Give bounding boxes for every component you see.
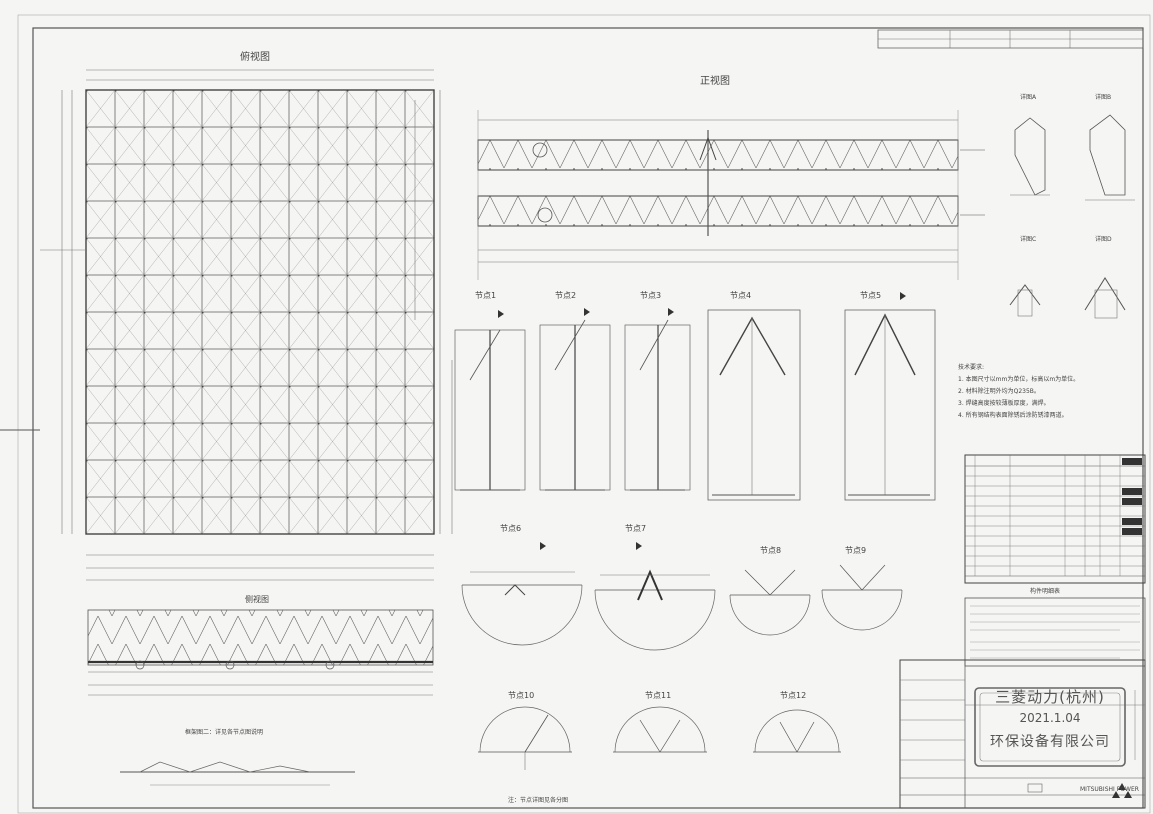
note-line: 4. 所有钢结构表面除锈后涂防锈漆两道。 xyxy=(958,412,1068,419)
joint-9-title: 节点9 xyxy=(845,546,867,555)
joint-view-12 xyxy=(753,709,841,753)
joint-view-6 xyxy=(461,571,583,646)
mitsubishi-logo-icon xyxy=(1112,783,1132,798)
detail-node-4 xyxy=(707,309,801,501)
joint-8-title: 节点8 xyxy=(760,546,782,555)
detail-node-1 xyxy=(454,329,526,491)
stamp-line-1: 三菱动力(杭州) xyxy=(995,688,1105,706)
stamp-date: 2021.1.04 xyxy=(1019,711,1081,725)
joint-7-title: 节点7 xyxy=(625,524,647,533)
detail-node-3 xyxy=(624,319,691,491)
detail-D-title: 详图D xyxy=(1095,236,1112,243)
joint-6-title: 节点6 xyxy=(500,524,522,533)
joint-12-title: 节点12 xyxy=(780,691,807,700)
detail-node-5-title: 节点5 xyxy=(860,291,882,300)
note-line: 1. 本图尺寸以mm为单位，标高以m为单位。 xyxy=(958,376,1080,383)
plan-grid xyxy=(0,69,453,581)
bottom-note: 框架图二：详见各节点图说明 xyxy=(185,729,264,736)
bottom-caption: 注：节点详图见各分图 xyxy=(508,797,569,804)
stamp-line-3: 环保设备有限公司 xyxy=(990,734,1110,750)
joint-view-9 xyxy=(821,564,903,631)
joint-view-8 xyxy=(729,569,811,636)
side-view-title: 侧视图 xyxy=(245,595,269,604)
detail-node-3-title: 节点3 xyxy=(640,291,662,300)
company-stamp-text: 三菱动力(杭州) 2021.1.04 环保设备有限公司 xyxy=(970,686,1130,766)
notes-title: 技术要求: xyxy=(958,364,985,371)
detail-B xyxy=(1085,114,1135,201)
detail-D xyxy=(1084,277,1126,319)
detail-C xyxy=(1009,284,1041,317)
annotation-flags xyxy=(498,292,906,550)
note-line: 3. 焊缝高度按较薄板厚度，满焊。 xyxy=(958,400,1050,407)
joint-view-10 xyxy=(478,706,572,770)
detail-node-5 xyxy=(844,309,936,501)
plan-view-title: 俯视图 xyxy=(240,52,270,63)
brand-label: MITSUBISHI POWER xyxy=(1080,786,1139,793)
sheet-border xyxy=(32,27,1144,809)
joint-10-title: 节点10 xyxy=(508,691,535,700)
joint-view-11 xyxy=(613,706,707,753)
note-line: 2. 材料除注明外均为Q235B。 xyxy=(958,388,1040,395)
joint-view-7 xyxy=(594,569,716,651)
company-stamp xyxy=(974,687,1126,767)
detail-node-2-title: 节点2 xyxy=(555,291,577,300)
revision-notes-box xyxy=(964,597,1146,667)
member-table-title: 构件明细表 xyxy=(1030,588,1061,595)
detail-B-title: 详图B xyxy=(1095,94,1112,101)
technical-notes: 技术要求: 1. 本图尺寸以mm为单位，标高以m为单位。 2. 材料除注明外均为… xyxy=(958,362,1143,419)
detail-A-title: 详图A xyxy=(1020,94,1037,101)
top-title-strip xyxy=(877,29,1144,49)
elevation-truss-bottom xyxy=(87,609,434,696)
member-table xyxy=(964,454,1146,584)
elevation-view-title: 正视图 xyxy=(700,76,730,87)
detail-C-title: 详图C xyxy=(1020,236,1037,243)
joint-11-title: 节点11 xyxy=(645,691,672,700)
detail-node-2 xyxy=(539,319,611,491)
title-block xyxy=(899,659,1146,809)
detail-A xyxy=(1010,117,1050,196)
bottom-left-section xyxy=(120,761,355,786)
truss-elevation-top xyxy=(477,110,985,280)
detail-node-4-title: 节点4 xyxy=(730,291,752,300)
detail-node-1-title: 节点1 xyxy=(475,291,497,300)
